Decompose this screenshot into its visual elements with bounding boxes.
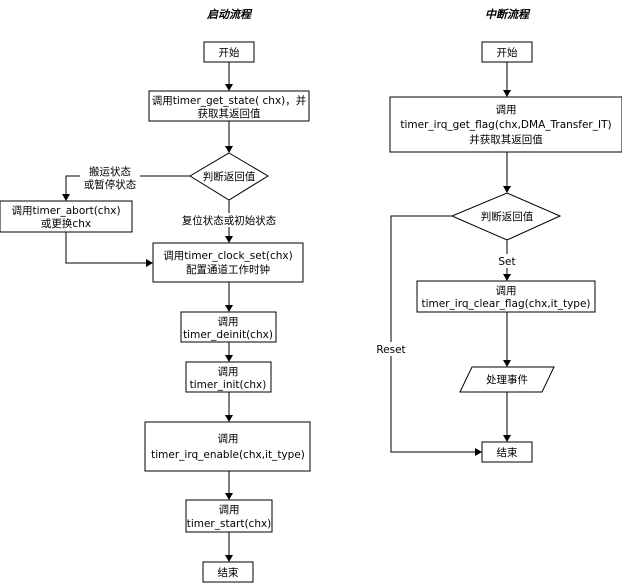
interrupt-start-label: 开始	[497, 46, 518, 59]
arrowhead	[503, 274, 511, 281]
arrowhead	[475, 448, 482, 456]
clock-set-line-1: 调用timer_clock_set(chx)	[163, 250, 292, 262]
arrowhead	[225, 355, 233, 362]
interrupt-decision-node: 判断返回值	[450, 192, 562, 241]
timer-start-line-1: 调用	[219, 504, 240, 516]
irq-enable-line-2: timer_irq_enable(chx,it_type)	[151, 449, 305, 461]
arrowhead	[225, 415, 233, 422]
deinit-line-2: timer_deinit(chx)	[183, 329, 273, 341]
interrupt-start-node: 开始	[481, 41, 533, 63]
label-background	[177, 213, 281, 227]
init-line-2: timer_init(chx)	[190, 379, 267, 391]
interrupt-flow-title: 中断流程	[485, 8, 531, 21]
arrowhead	[225, 146, 233, 153]
abort-line-2: 或更换chx	[41, 217, 91, 230]
label-background	[373, 342, 409, 356]
abort-node: 调用timer_abort(chx) 或更换chx	[0, 200, 133, 233]
arrowhead	[503, 360, 511, 367]
handle-event-node: 处理事件	[459, 366, 555, 393]
startup-end-node: 结束	[202, 561, 254, 583]
get-state-line-2: 获取其返回值	[198, 107, 261, 120]
init-line-1: 调用	[218, 366, 239, 378]
handle-event-label: 处理事件	[486, 373, 528, 386]
get-state-node: 调用timer_get_state( chx)，并 获取其返回值	[148, 90, 310, 122]
label-reset-interrupt: Reset	[376, 344, 405, 356]
get-flag-node: 调用 timer_irq_get_flag(chx,DMA_Transfer_I…	[389, 96, 622, 153]
get-flag-line-2: timer_irq_get_flag(chx,DMA_Transfer_IT)	[400, 119, 611, 131]
arrowhead	[503, 90, 511, 97]
timer-start-line-2: timer_start(chx)	[187, 518, 272, 530]
arrowhead	[503, 186, 511, 193]
label-background	[494, 254, 520, 268]
arrowhead	[225, 236, 233, 243]
startup-start-label: 开始	[219, 46, 240, 59]
arrowhead	[62, 194, 70, 201]
edge-decision-to-abort	[65, 175, 190, 194]
init-node: 调用 timer_init(chx)	[185, 361, 272, 393]
get-flag-line-3: 并获取其返回值	[469, 133, 543, 146]
startup-decision-node: 判断返回值	[189, 152, 269, 201]
edge-reset-to-end	[390, 215, 475, 453]
startup-end-label: 结束	[218, 566, 239, 579]
get-state-line-1: 调用timer_get_state( chx)，并	[152, 94, 307, 107]
arrowhead	[225, 493, 233, 500]
label-busy-line-1: 搬运状态	[89, 165, 131, 178]
clock-set-line-2: 配置通道工作时钟	[186, 263, 270, 276]
clear-flag-line-1: 调用	[496, 285, 517, 297]
label-set: Set	[498, 256, 515, 268]
irq-enable-line-1: 调用	[218, 433, 239, 445]
deinit-line-1: 调用	[218, 316, 239, 328]
irq-enable-node: 调用 timer_irq_enable(chx,it_type)	[144, 421, 311, 472]
interrupt-edges	[390, 62, 511, 456]
arrowhead	[225, 84, 233, 91]
deinit-node: 调用 timer_deinit(chx)	[180, 311, 277, 343]
arrowhead	[225, 555, 233, 562]
startup-edges	[62, 62, 233, 562]
label-busy-line-2: 或暂停状态	[84, 178, 137, 191]
timer-start-node: 调用 timer_start(chx)	[185, 499, 273, 533]
startup-flow-title: 启动流程	[206, 8, 253, 21]
label-reset-startup: 复位状态或初始状态	[182, 214, 277, 227]
edge-abort-to-clockset	[65, 232, 146, 264]
clear-flag-node: 调用 timer_irq_clear_flag(chx,it_type)	[416, 280, 596, 313]
interrupt-end-label: 结束	[497, 446, 518, 459]
arrowhead	[146, 259, 153, 267]
startup-decision-label: 判断返回值	[203, 170, 256, 183]
clock-set-node: 调用timer_clock_set(chx) 配置通道工作时钟	[152, 242, 304, 283]
clear-flag-line-2: timer_irq_clear_flag(chx,it_type)	[421, 298, 590, 310]
arrowhead	[225, 305, 233, 312]
label-background	[80, 166, 140, 190]
arrowhead	[503, 435, 511, 442]
interrupt-decision-label: 判断返回值	[481, 210, 534, 223]
startup-start-node: 开始	[203, 41, 255, 63]
interrupt-end-node: 结束	[481, 441, 533, 463]
get-flag-line-1: 调用	[496, 104, 517, 116]
abort-line-1: 调用timer_abort(chx)	[11, 205, 120, 217]
